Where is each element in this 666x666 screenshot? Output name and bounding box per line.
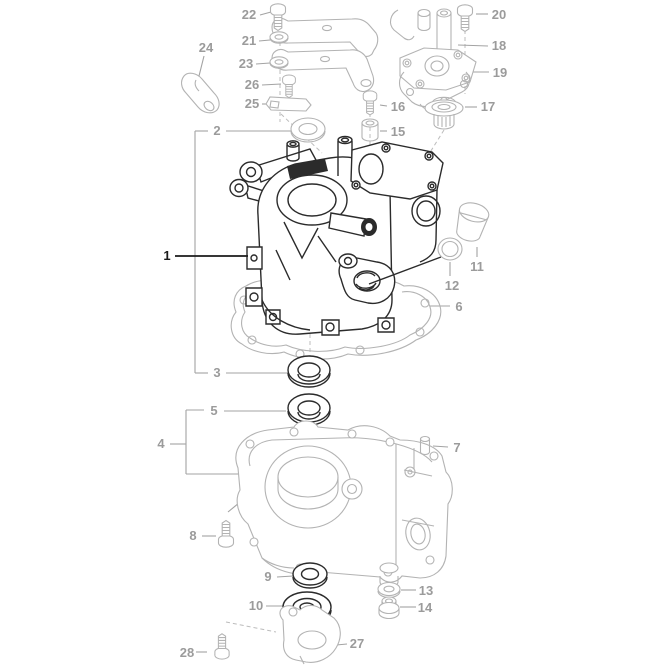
- part-plug-cap-11: [456, 202, 490, 242]
- part-washer-13: [377, 581, 401, 599]
- callout-labels: 1 2 3 4 5 6 7 8 9 10 11 12 13 14 15 16 1…: [157, 7, 507, 660]
- part-bolt-28: [214, 633, 230, 660]
- part-drain-plug-14: [378, 596, 400, 620]
- part-cylinder-crankcase-1: [229, 135, 444, 336]
- part-bolt-20: [456, 4, 474, 33]
- callout-23: 23: [239, 56, 253, 71]
- callout-2: 2: [213, 123, 220, 138]
- part-bolt-26: [282, 74, 296, 99]
- part-pump-assembly-18: [389, 8, 477, 91]
- part-stopper-plate-25: [265, 96, 312, 112]
- callout-9: 9: [264, 569, 271, 584]
- callout-21: 21: [242, 33, 256, 48]
- callout-20: 20: [492, 7, 506, 22]
- part-bolt-16: [362, 90, 378, 116]
- part-cover-bracket-27: [279, 604, 341, 665]
- callout-22: 22: [242, 7, 256, 22]
- part-bolt-8: [217, 519, 235, 548]
- part-breather-tube: [181, 72, 220, 114]
- callout-28: 28: [180, 645, 194, 660]
- callout-27: 27: [350, 636, 364, 651]
- callout-11: 11: [470, 259, 484, 274]
- callout-19: 19: [493, 65, 507, 80]
- part-oring-12: [437, 237, 463, 261]
- part-oil-seal-upper: [290, 117, 326, 143]
- callout-25: 25: [245, 96, 259, 111]
- callout-17: 17: [481, 99, 495, 114]
- callout-15: 15: [391, 124, 405, 139]
- part-lever-plate-upper: [271, 17, 379, 57]
- callout-16: 16: [391, 99, 405, 114]
- callout-1: 1: [163, 248, 170, 263]
- callout-5: 5: [210, 403, 217, 418]
- part-case-gasket-6: [230, 277, 442, 360]
- part-washer-21: [269, 31, 289, 44]
- callout-10: 10: [249, 598, 263, 613]
- callout-18: 18: [492, 38, 506, 53]
- part-lever-plate-lower: [271, 48, 375, 93]
- part-oil-seal-9: [292, 562, 328, 589]
- callout-3: 3: [213, 365, 220, 380]
- callout-14: 14: [418, 600, 433, 615]
- part-collar-15: [361, 118, 379, 142]
- part-washer-23: [269, 56, 289, 69]
- part-lower-crankcase: [235, 420, 453, 588]
- callout-12: 12: [445, 278, 459, 293]
- callout-6: 6: [455, 299, 462, 314]
- callout-26: 26: [245, 77, 259, 92]
- part-bearing-5: [287, 393, 331, 426]
- callout-24: 24: [199, 40, 214, 55]
- callout-4: 4: [157, 436, 165, 451]
- callout-8: 8: [189, 528, 196, 543]
- part-thermostat-cap-17: [424, 96, 464, 130]
- callout-13: 13: [419, 583, 433, 598]
- part-bearing-3: [287, 355, 331, 388]
- callout-7: 7: [453, 440, 460, 455]
- oring-seat-pointer-line: [368, 256, 442, 285]
- part-dowel-pin-7: [419, 435, 431, 456]
